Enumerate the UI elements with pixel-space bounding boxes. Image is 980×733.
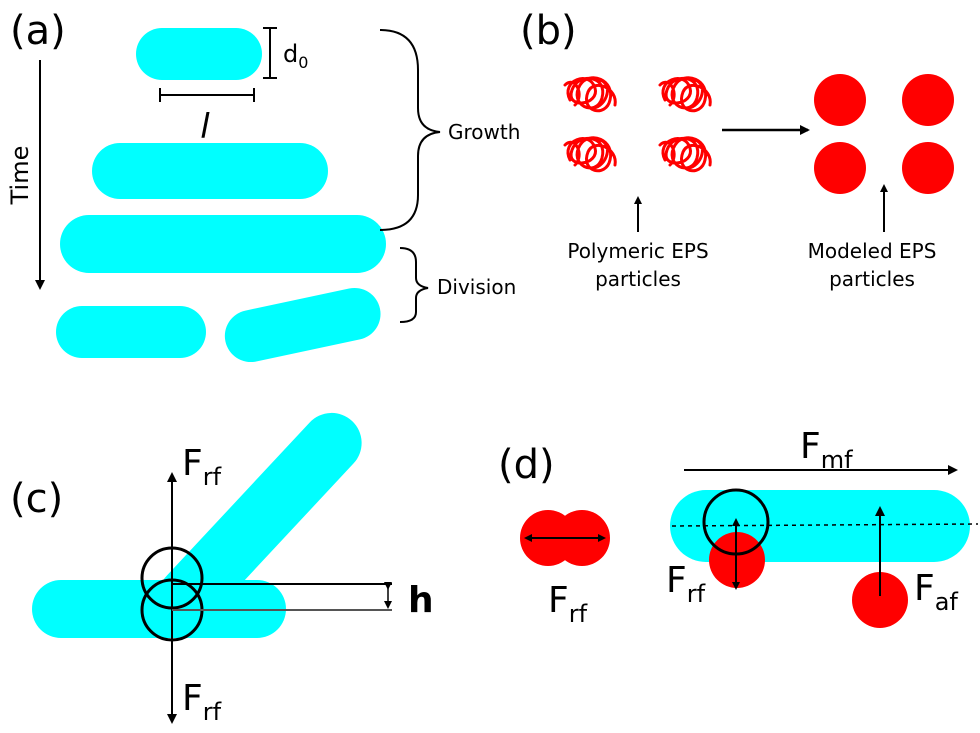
cell-initial [136,28,262,80]
panel-c-label: (c) [10,476,63,522]
panel-a-label: (a) [10,8,66,54]
cell-diagonal [158,412,362,627]
force-rf-bottom-label: Frf [182,678,222,726]
eps-polymer-tr [658,76,712,113]
division-label: Division [437,275,516,299]
eps-polymer-bl [563,136,617,173]
force-rf-top-label: Frf [182,443,222,491]
eps-particle-attract [852,572,908,628]
cell-daughter-right [224,287,381,363]
eps-particle-bl [814,142,866,194]
modeled-label-2: particles [829,267,915,291]
cell-grown [60,215,386,273]
cell-growing [92,143,328,199]
division-brace [399,247,429,323]
force-af-label: Faf [914,568,958,616]
l-label: l [200,107,210,147]
cell-axis-dashed [671,523,979,527]
growth-label: Growth [448,120,520,144]
polymeric-label-2: particles [595,267,681,291]
panel-d: (d) Frf Fmf Frf Faf [498,426,979,628]
polymeric-label-1: Polymeric EPS [567,239,708,263]
force-rf-pair-label: Frf [548,580,588,628]
panel-a: (a) Time d0 l Growth Division [6,8,520,363]
modeled-label-1: Modeled EPS [808,239,937,263]
eps-polymer-br [658,136,712,173]
panel-d-label: (d) [498,442,555,488]
panel-b-label: (b) [520,8,577,54]
time-axis-label: Time [6,146,34,206]
force-rf-cell-label: Frf [666,560,706,608]
growth-brace [379,29,441,231]
eps-particle-br [902,142,954,194]
panel-c: (c) h Frf Frf [10,412,434,726]
eps-polymer-tl [563,76,617,113]
panel-b: (b) Polymeric EPS particles Modeled EPS … [520,8,954,291]
eps-particle-tr [902,74,954,126]
h-label: h [408,580,434,621]
d0-label: d0 [283,40,308,72]
cell-daughter-left [56,306,206,358]
eps-particle-tl [814,74,866,126]
force-mf-label: Fmf [800,426,853,474]
